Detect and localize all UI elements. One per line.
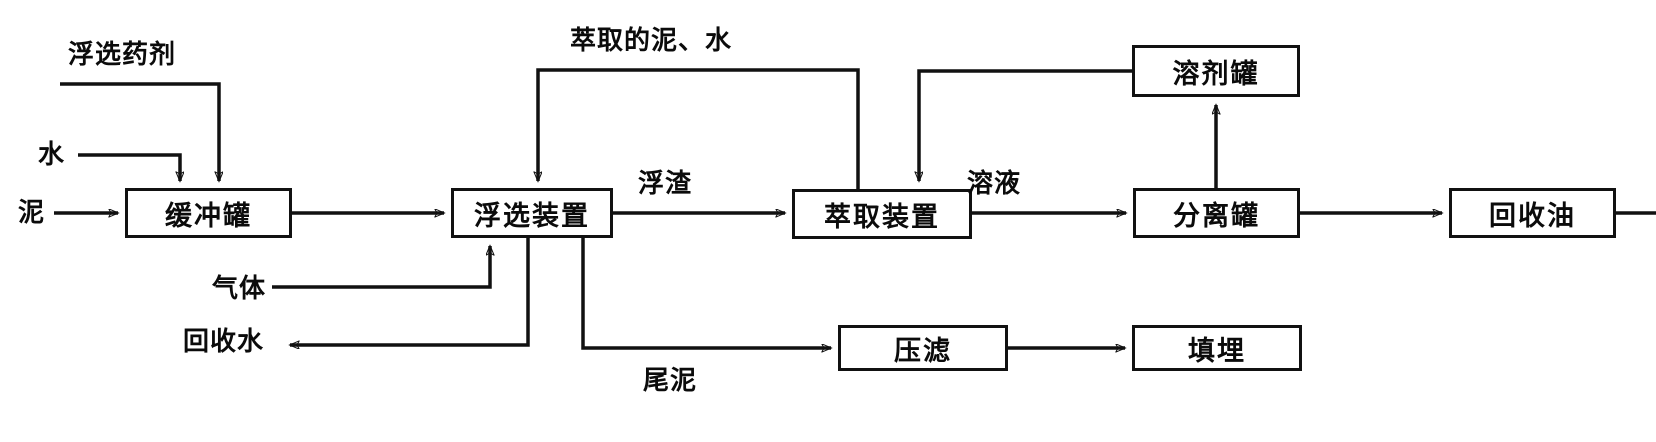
stream-label-flotation-reagent: 浮选药剂 xyxy=(68,40,177,70)
node-label-flotation-unit: 浮选装置 xyxy=(474,200,590,232)
node-buffer-tank[interactable]: 缓冲罐 xyxy=(125,188,292,238)
node-label-landfill: 填埋 xyxy=(1188,335,1246,367)
connector-flotation-to-recovered-water xyxy=(290,238,530,345)
stream-label-extracted-mud-water: 萃取的泥、水 xyxy=(570,26,733,56)
node-label-buffer-tank: 缓冲罐 xyxy=(165,200,252,232)
node-label-filter-press: 压滤 xyxy=(894,335,952,367)
stream-label-gas-in: 气体 xyxy=(212,274,267,304)
connector-extraction-return-to-flotation xyxy=(538,68,860,189)
node-label-recovered-oil: 回收油 xyxy=(1489,200,1576,232)
stream-label-sludge-in: 泥 xyxy=(18,198,46,228)
stream-label-recovered-water: 回收水 xyxy=(183,327,265,357)
node-filter-press[interactable]: 压滤 xyxy=(838,325,1008,371)
node-label-separation-tank: 分离罐 xyxy=(1173,200,1260,232)
stream-label-scum: 浮渣 xyxy=(638,169,693,199)
node-recovered-oil[interactable]: 回收油 xyxy=(1449,188,1616,238)
stream-label-water-in: 水 xyxy=(38,140,66,170)
stream-label-solution: 溶液 xyxy=(967,169,1022,199)
node-separation-tank[interactable]: 分离罐 xyxy=(1133,188,1300,238)
node-label-solvent-tank: 溶剂罐 xyxy=(1172,58,1260,90)
node-label-extraction-unit: 萃取装置 xyxy=(824,201,940,233)
connector-gas-to-flotation xyxy=(272,246,490,289)
node-landfill[interactable]: 填埋 xyxy=(1132,325,1302,371)
connector-solvent-to-extraction xyxy=(919,69,1132,181)
connector-water-to-buffer xyxy=(78,153,180,181)
stream-label-tail-mud: 尾泥 xyxy=(643,366,698,396)
node-solvent-tank[interactable]: 溶剂罐 xyxy=(1132,45,1300,97)
node-flotation-unit[interactable]: 浮选装置 xyxy=(451,188,613,238)
connector-flotation-to-filter-press xyxy=(581,238,831,348)
node-extraction-unit[interactable]: 萃取装置 xyxy=(792,189,972,239)
connector-reagent-to-buffer xyxy=(60,82,219,181)
